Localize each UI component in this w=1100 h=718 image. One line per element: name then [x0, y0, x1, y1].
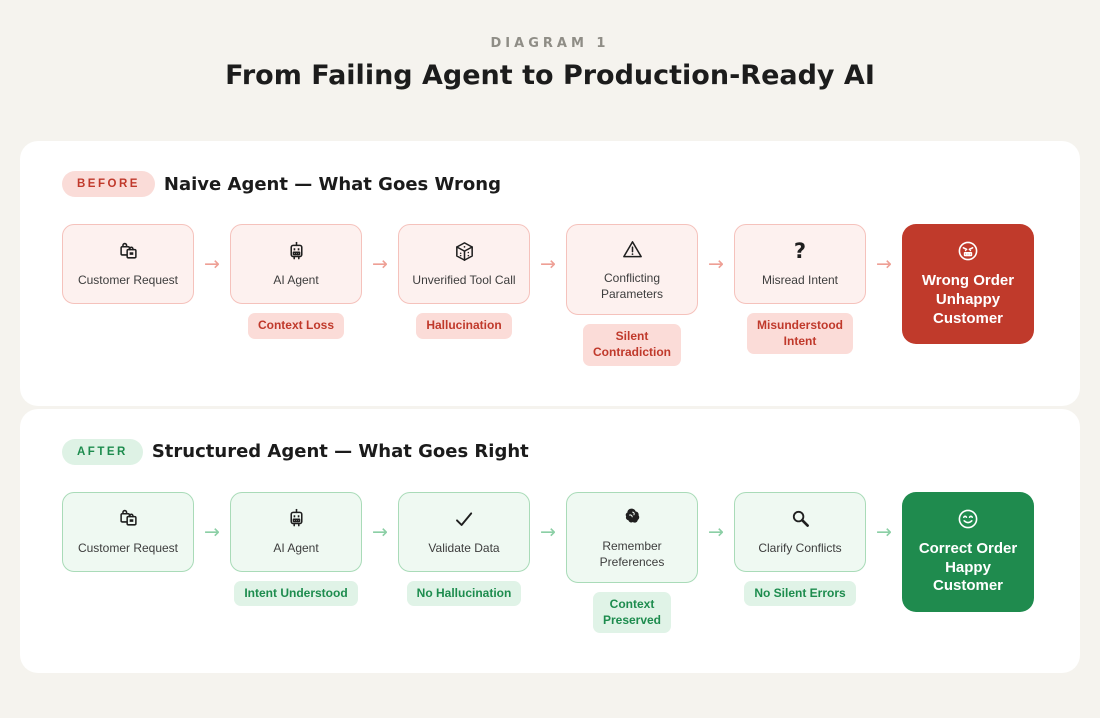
- result-card-green: Correct Order Happy Customer: [902, 491, 1034, 612]
- card-ai-agent: AI Agent: [230, 224, 362, 304]
- card-label: Validate Data: [428, 540, 500, 555]
- card-label: Unverified Tool Call: [412, 273, 516, 288]
- before-section-heading: Naive Agent — What Goes Wrong: [163, 173, 501, 195]
- page-header: DIAGRAM 1 From Failing Agent to Producti…: [0, 0, 1100, 91]
- step-badge-no-silent-errors: No Silent Errors: [744, 580, 856, 607]
- card-misread-intent: ? Misread Intent: [734, 224, 866, 304]
- card-customer-request: Customer Request: [62, 491, 194, 572]
- step-badge-silent-contradiction: Silent Contradiction: [583, 324, 681, 366]
- card-label: Customer Request: [77, 540, 179, 555]
- diagram-eyebrow: DIAGRAM 1: [490, 36, 610, 51]
- card-label: Clarify Conflicts: [758, 540, 842, 555]
- flow-arrow-icon: →: [876, 253, 892, 275]
- flow-arrow-icon: →: [372, 520, 388, 543]
- flow-arrow-icon: →: [204, 520, 220, 543]
- shopping-bags-icon: [116, 507, 140, 531]
- magnifying-glass-icon: [788, 507, 812, 531]
- result-text: Correct Order Happy Customer: [918, 539, 1018, 595]
- after-section-header: AFTER Structured Agent — What Goes Right: [62, 438, 1038, 465]
- page-title: From Failing Agent to Production-Ready A…: [225, 60, 875, 91]
- before-section-header: BEFORE Naive Agent — What Goes Wrong: [62, 171, 1038, 197]
- step-badge-no-hallucination: No Hallucination: [406, 580, 522, 607]
- card-label: AI Agent: [273, 273, 319, 288]
- step-badge-hallucination: Hallucination: [416, 313, 512, 339]
- card-label: Conflicting Parameters: [600, 271, 664, 302]
- step-validate-data: Validate Data No Hallucination: [398, 491, 530, 607]
- step-badge-misunderstood-intent: Misunderstood Intent: [747, 313, 853, 355]
- card-validate-data: Validate Data: [398, 491, 530, 572]
- card-remember-preferences: Remember Preferences: [566, 491, 698, 583]
- step-badge-context-loss: Context Loss: [247, 313, 344, 339]
- checkmark-icon: [452, 507, 476, 531]
- warning-triangle-icon: [620, 237, 644, 261]
- after-pill-badge: AFTER: [62, 438, 143, 465]
- card-label: Misread Intent: [761, 273, 839, 288]
- result-card-red: Wrong Order Unhappy Customer: [902, 224, 1034, 344]
- flow-arrow-icon: →: [708, 520, 724, 543]
- after-panel: AFTER Structured Agent — What Goes Right…: [20, 408, 1080, 674]
- flow-arrow-icon: →: [204, 253, 220, 275]
- smiling-face-icon: [956, 507, 980, 531]
- robot-icon: [284, 507, 308, 531]
- shopping-bags-icon: [116, 239, 140, 263]
- angry-face-icon: [956, 239, 980, 263]
- flow-arrow-icon: →: [540, 253, 556, 275]
- flow-arrow-icon: →: [372, 253, 388, 275]
- step-badge-intent-understood: Intent Understood: [234, 580, 358, 607]
- flow-arrow-icon: →: [708, 253, 724, 275]
- dice-icon: [452, 239, 476, 263]
- robot-icon: [284, 239, 308, 263]
- card-clarify-conflicts: Clarify Conflicts: [734, 491, 866, 572]
- card-label: AI Agent: [273, 540, 319, 555]
- step-customer-request: Customer Request: [62, 491, 194, 572]
- flow-arrow-icon: →: [540, 520, 556, 543]
- flow-arrow-icon: →: [876, 520, 892, 543]
- card-label: Remember Preferences: [599, 538, 665, 569]
- step-customer-request: Customer Request: [62, 224, 194, 304]
- before-pill-badge: BEFORE: [62, 171, 155, 197]
- before-panel: BEFORE Naive Agent — What Goes Wrong Cus…: [20, 141, 1080, 406]
- card-unverified-tool-call: Unverified Tool Call: [398, 224, 530, 304]
- step-badge-context-preserved: Context Preserved: [592, 591, 672, 634]
- card-label: Customer Request: [77, 273, 179, 288]
- brain-icon: [620, 505, 644, 529]
- result-text: Wrong Order Unhappy Customer: [921, 272, 1015, 327]
- card-customer-request: Customer Request: [62, 224, 194, 304]
- step-clarify-conflicts: Clarify Conflicts No Silent Errors: [734, 491, 866, 607]
- after-section-heading: Structured Agent — What Goes Right: [151, 441, 529, 463]
- question-mark-icon: ?: [793, 238, 807, 263]
- card-ai-agent: AI Agent: [230, 491, 362, 572]
- card-conflicting-parameters: Conflicting Parameters: [566, 224, 698, 316]
